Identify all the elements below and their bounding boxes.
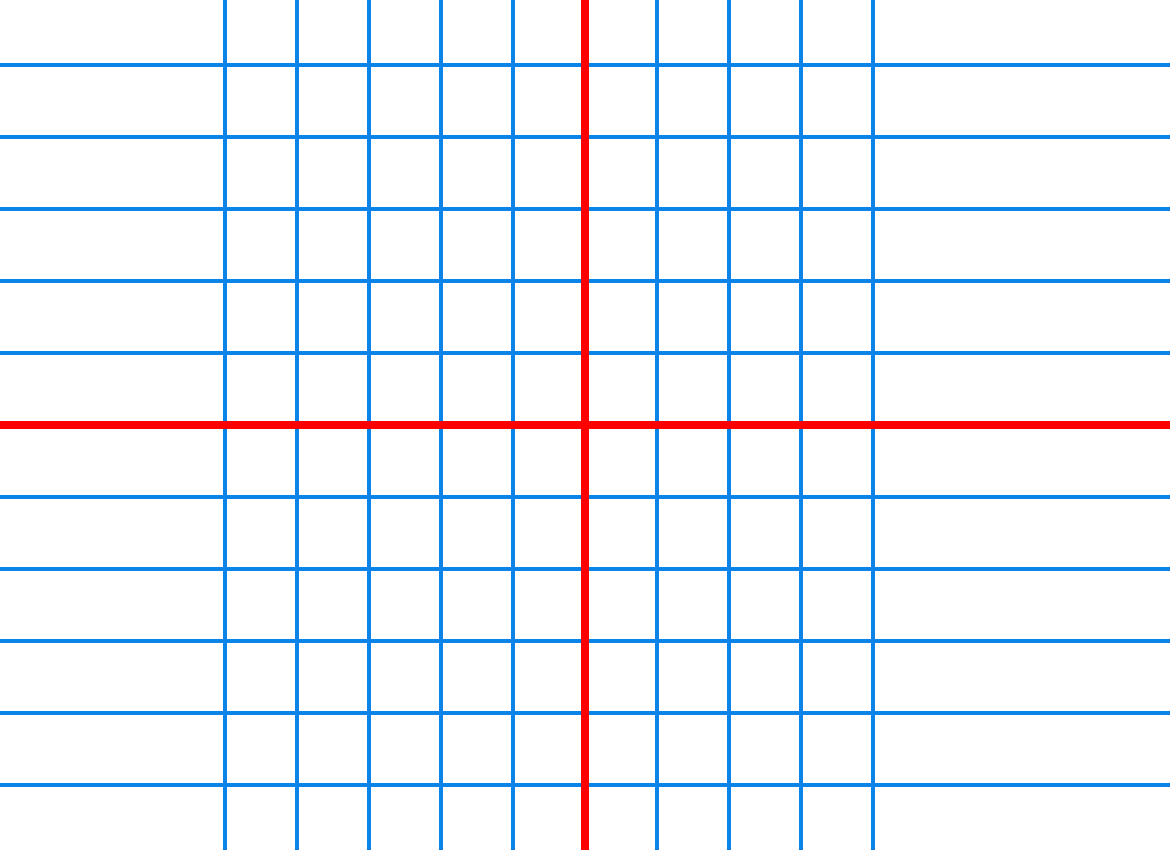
grid-canvas [0, 0, 1170, 850]
grid-diagram [0, 0, 1170, 850]
axis-lines-group [0, 0, 1170, 850]
